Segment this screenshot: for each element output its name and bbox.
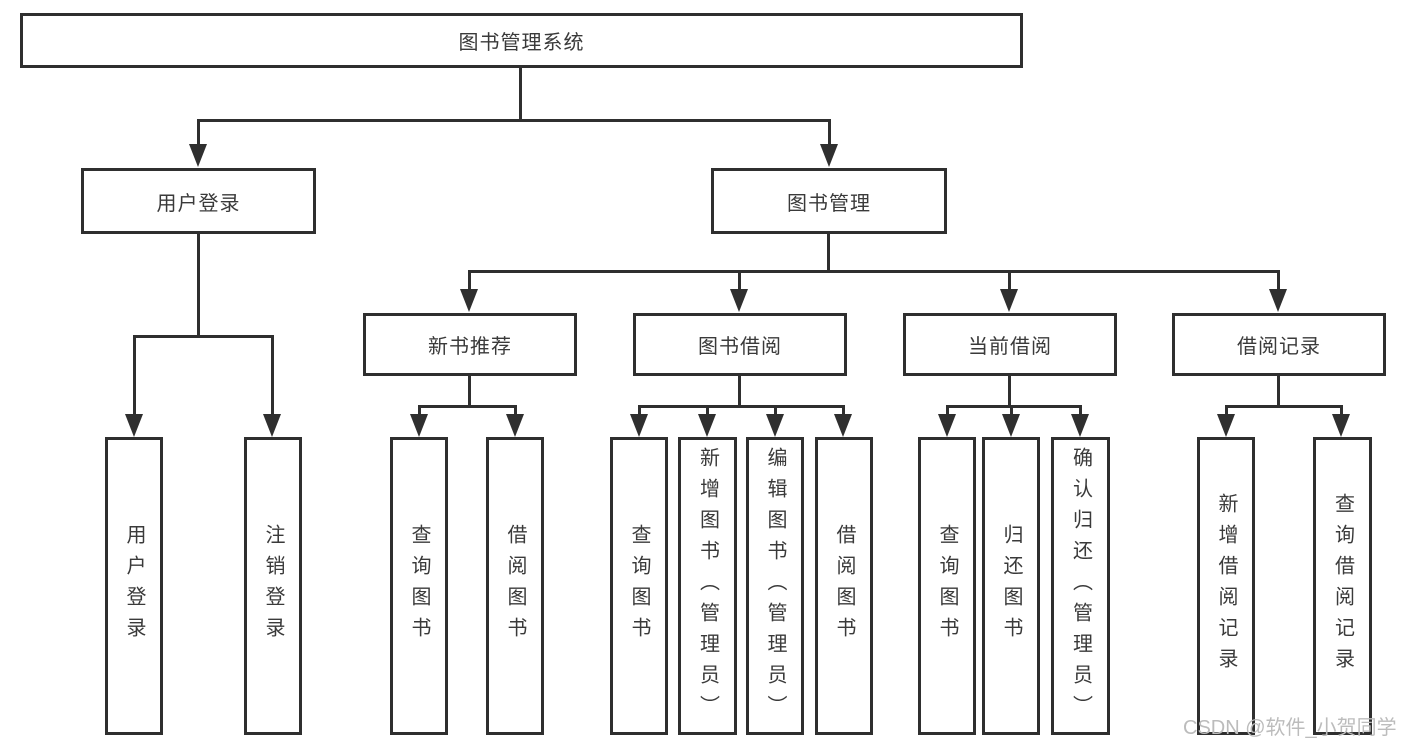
arrow-down-icon [263,414,281,437]
connector-line [706,405,709,416]
arrow-down-icon [506,414,524,437]
node-new-book-recommend: 新书推荐 [363,313,577,376]
leaf-query-book-borrow: 查询图书 [610,437,668,735]
connector-line [1008,270,1011,292]
leaf-confirm-return-admin: 确认归还（管理员） [1051,437,1110,735]
arrow-down-icon [730,289,748,312]
leaf-label: 归还图书 [1000,524,1022,648]
connector-line [468,270,1280,273]
connector-line [1225,405,1228,416]
connector-line [418,405,517,408]
connector-line [1225,405,1343,408]
connector-line [418,405,421,416]
connector-line [774,405,777,416]
leaf-return-book: 归还图书 [982,437,1040,735]
connector-line [514,405,517,416]
node-borrow-record: 借阅记录 [1172,313,1386,376]
connector-line [519,68,522,121]
leaf-label: 查询图书 [936,524,958,648]
connector-line [1340,405,1343,416]
node-current-borrow: 当前借阅 [903,313,1117,376]
leaf-label: 查询图书 [628,524,650,648]
arrow-down-icon [630,414,648,437]
leaf-logout-login: 注销登录 [244,437,302,735]
node-book-borrow: 图书借阅 [633,313,847,376]
leaf-label: 确认归还（管理员） [1069,446,1092,726]
arrow-down-icon [1332,414,1350,437]
leaf-borrow-book-recommend: 借阅图书 [486,437,544,735]
leaf-user-login: 用户登录 [105,437,163,735]
leaf-label: 查询图书 [408,524,430,648]
arrow-down-icon [766,414,784,437]
leaf-label: 注销登录 [262,524,284,648]
connector-line [1010,405,1013,416]
connector-line [828,119,831,148]
connector-line [468,270,471,292]
connector-line [1277,376,1280,407]
connector-line [197,119,831,122]
connector-line [271,335,274,416]
connector-line [842,405,845,416]
arrow-down-icon [1269,289,1287,312]
leaf-query-book-recommend: 查询图书 [390,437,448,735]
arrow-down-icon [1071,414,1089,437]
leaf-label: 新增借阅记录 [1215,493,1237,679]
leaf-label: 编辑图书（管理员） [764,446,786,726]
arrow-down-icon [1002,414,1020,437]
leaf-query-book-current: 查询图书 [918,437,976,735]
connector-line [197,119,200,148]
connector-line [638,405,641,416]
connector-line [197,234,200,338]
arrow-down-icon [460,289,478,312]
node-library-management-system: 图书管理系统 [20,13,1023,68]
arrow-down-icon [1000,289,1018,312]
connector-line [946,405,949,416]
connector-line [827,234,830,272]
arrow-down-icon [820,144,838,167]
node-book-management: 图书管理 [711,168,947,234]
connector-line [738,376,741,407]
leaf-label: 借阅图书 [504,524,526,648]
connector-line [738,270,741,292]
leaf-add-book-admin: 新增图书（管理员） [678,437,737,735]
connector-line [468,376,471,407]
arrow-down-icon [938,414,956,437]
leaf-edit-book-admin: 编辑图书（管理员） [746,437,804,735]
connector-line [1079,405,1082,416]
connector-line [133,335,136,416]
connector-line [946,405,1082,408]
leaf-label: 用户登录 [123,524,145,648]
leaf-query-borrow-record: 查询借阅记录 [1313,437,1372,735]
connector-line [638,405,845,408]
leaf-label: 借阅图书 [833,524,855,648]
arrow-down-icon [410,414,428,437]
leaf-label: 新增图书（管理员） [696,446,719,726]
node-user-login: 用户登录 [81,168,316,234]
arrow-down-icon [125,414,143,437]
connector-line [133,335,274,338]
leaf-label: 查询借阅记录 [1331,493,1354,679]
arrow-down-icon [698,414,716,437]
arrow-down-icon [189,144,207,167]
connector-line [1277,270,1280,292]
csdn-watermark: CSDN @软件_小贺同学 [1183,717,1397,739]
leaf-add-borrow-record: 新增借阅记录 [1197,437,1255,735]
leaf-borrow-book: 借阅图书 [815,437,873,735]
arrow-down-icon [1217,414,1235,437]
connector-line [1008,376,1011,407]
arrow-down-icon [834,414,852,437]
